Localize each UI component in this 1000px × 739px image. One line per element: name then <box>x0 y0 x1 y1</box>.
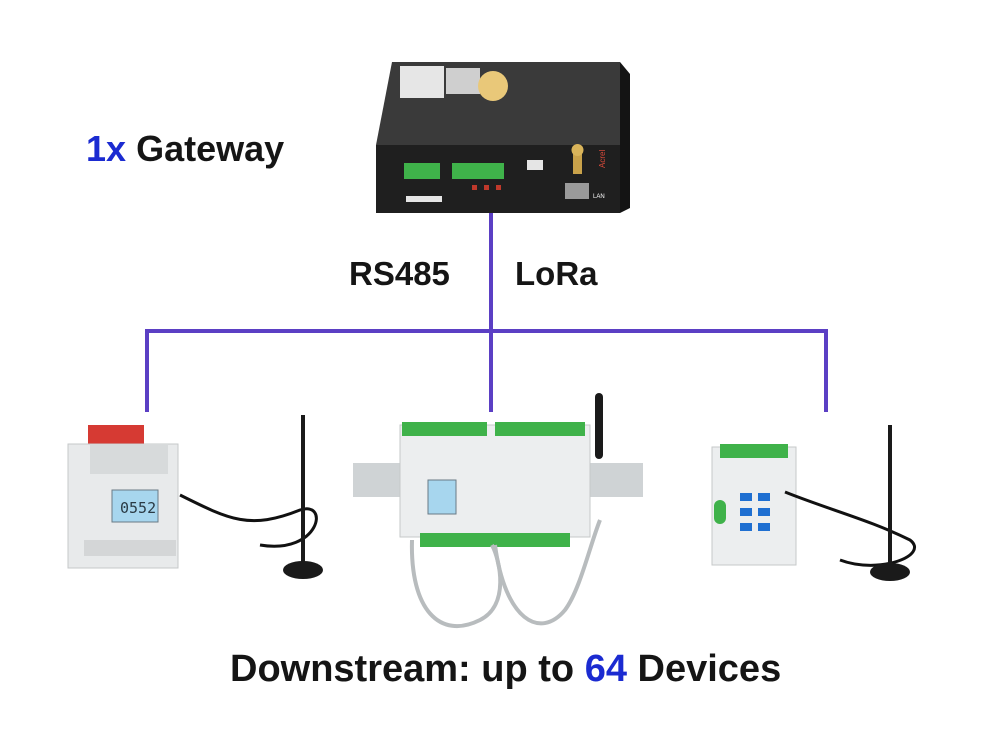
downstream-prefix: Downstream: up to <box>230 648 575 690</box>
right-module-device <box>711 425 916 581</box>
meter-display-value: 0552 <box>120 499 156 517</box>
gateway-sticker <box>400 66 444 98</box>
gateway-badge <box>478 71 508 101</box>
downstream-suffix: Devices <box>637 648 782 690</box>
antenna-icon <box>283 415 323 579</box>
red-terminal-block <box>88 425 144 445</box>
terminal-block-icon <box>404 163 504 179</box>
gateway-label-plate <box>446 68 480 94</box>
gateway-caption: 1x Gateway <box>86 128 284 170</box>
lora-label: LoRa <box>515 255 598 292</box>
bus-lines <box>145 210 828 412</box>
rs485-label: RS485 <box>349 255 450 292</box>
antenna-icon <box>870 425 910 581</box>
gateway-text: Gateway <box>136 128 285 169</box>
antenna-cable <box>784 490 916 567</box>
module-lcd <box>427 479 457 515</box>
gateway-port-tag: LAN <box>593 194 605 200</box>
downstream-count: 64 <box>584 648 627 690</box>
sd-slot-icon <box>406 196 442 202</box>
gateway-brand: Acrel <box>598 150 607 168</box>
gateway-device: LAN Acrel <box>376 62 630 213</box>
meter-lcd <box>111 489 159 523</box>
downstream-caption: Downstream: up to 64 Devices <box>230 648 781 691</box>
patch-cable <box>493 519 602 626</box>
left-meter-device: 0552 <box>67 415 323 579</box>
center-module-cluster <box>353 393 643 628</box>
gateway-count: 1x <box>86 128 127 169</box>
patch-cable <box>409 539 503 628</box>
status-leds <box>472 185 501 190</box>
ethernet-port-icon <box>565 183 589 199</box>
sim-slot <box>527 160 543 170</box>
antenna-cable <box>179 493 318 548</box>
terminal-block-icon <box>720 444 788 458</box>
antenna-icon <box>595 393 603 459</box>
antenna-icon <box>571 144 584 174</box>
indicator-buttons <box>740 493 770 531</box>
terminal-block-icon <box>402 422 487 436</box>
